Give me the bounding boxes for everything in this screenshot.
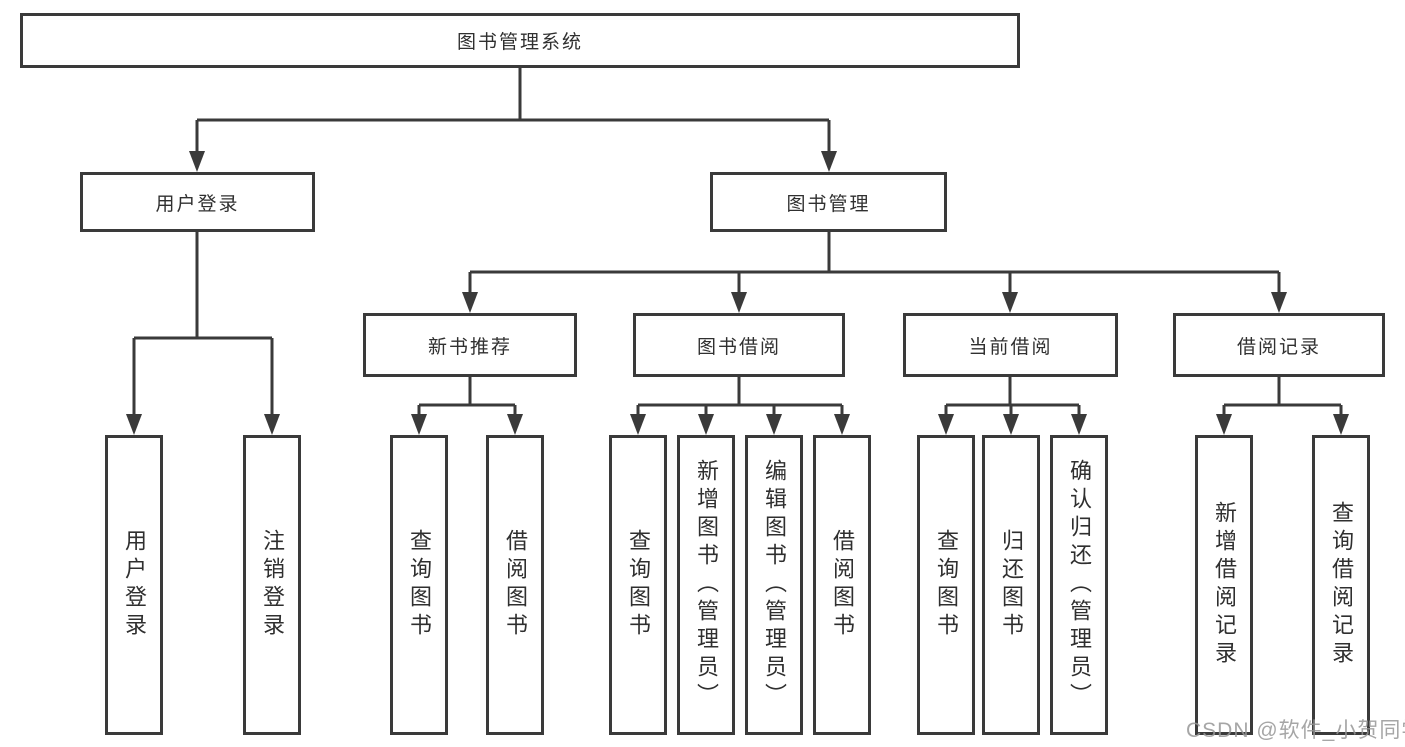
leaf-logout: 注销登录 [243, 435, 301, 735]
node-label: 图书管理系统 [456, 32, 583, 53]
node-label: 新增图书（管理员） [694, 459, 719, 711]
node-label: 借阅记录 [1236, 336, 1321, 358]
leaf-add-borrow-record: 新增借阅记录 [1195, 435, 1253, 735]
leaf-confirm-return-admin: 确认归还（管理员） [1050, 435, 1108, 735]
node-current-borrowing: 当前借阅 [903, 313, 1118, 377]
node-user-login: 用户登录 [80, 172, 315, 232]
leaf-user-login: 用户登录 [105, 435, 163, 735]
csdn-watermark: CSDN @软件_小贺同学 [1186, 719, 1405, 742]
node-label: 图书借阅 [696, 336, 781, 358]
node-label: 编辑图书（管理员） [762, 459, 787, 711]
node-label: 新增借阅记录 [1212, 501, 1237, 669]
node-label: 查询借阅记录 [1329, 501, 1354, 669]
leaf-query-books-borrowing: 查询图书 [609, 435, 667, 735]
leaf-return-books: 归还图书 [982, 435, 1040, 735]
node-label: 查询图书 [626, 529, 651, 641]
leaf-edit-book-admin: 编辑图书（管理员） [745, 435, 803, 735]
node-book-management: 图书管理 [710, 172, 947, 232]
node-label: 注销登录 [260, 529, 285, 641]
node-label: 用户登录 [122, 529, 147, 641]
node-label: 查询图书 [407, 529, 432, 641]
node-borrowing-records: 借阅记录 [1173, 313, 1385, 377]
node-label: 图书管理 [786, 193, 871, 215]
node-label: 借阅图书 [830, 529, 855, 641]
node-label: 确认归还（管理员） [1067, 459, 1092, 711]
leaf-borrow-books-recommend: 借阅图书 [486, 435, 544, 735]
node-label: 用户登录 [155, 193, 240, 215]
node-label: 查询图书 [934, 529, 959, 641]
node-new-book-recommendation: 新书推荐 [363, 313, 577, 377]
node-book-borrowing: 图书借阅 [633, 313, 845, 377]
leaf-query-borrow-record: 查询借阅记录 [1312, 435, 1370, 735]
leaf-borrow-books-borrowing: 借阅图书 [813, 435, 871, 735]
leaf-query-books-current: 查询图书 [917, 435, 975, 735]
node-system-root: 图书管理系统 [20, 13, 1020, 68]
node-label: 归还图书 [999, 529, 1024, 641]
node-label: 当前借阅 [968, 336, 1053, 358]
node-label: 新书推荐 [427, 336, 512, 358]
node-label: 借阅图书 [503, 529, 528, 641]
arrowheads [126, 151, 1349, 435]
leaf-query-books-recommend: 查询图书 [390, 435, 448, 735]
leaf-add-book-admin: 新增图书（管理员） [677, 435, 735, 735]
